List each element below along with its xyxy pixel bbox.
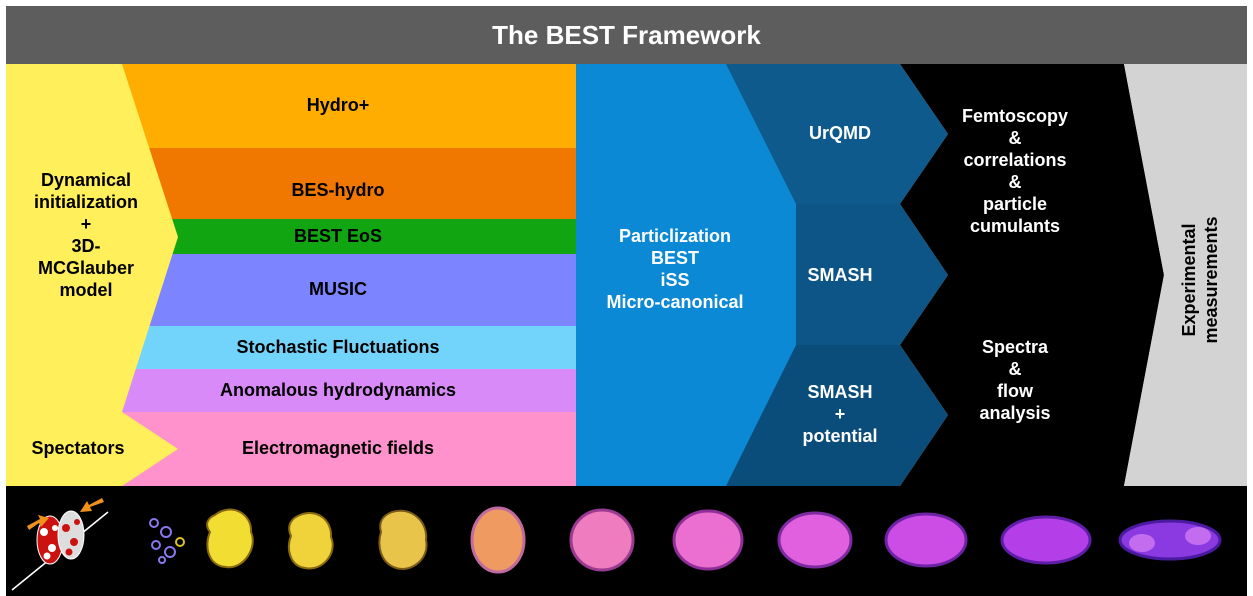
page-title: The BEST Framework: [6, 6, 1247, 64]
stochastic-fluctuations-label: Stochastic Fluctuations: [236, 336, 440, 357]
best-eos-label: BEST EoS: [293, 225, 382, 246]
evolution-frame-1: [149, 518, 185, 564]
layer-stochastic-fluctuations: [100, 326, 576, 369]
layer-music: [100, 254, 576, 326]
colliding-nuclei-icon: [11, 498, 109, 591]
transport-urqmd-block: [726, 64, 948, 204]
smash-label: SMASH: [807, 265, 873, 286]
hydro-plus-label: Hydro+: [306, 95, 370, 116]
anomalous-hydrodynamics-label: Anomalous hydrodynamics: [219, 379, 457, 400]
evolution-frame-3: [287, 512, 334, 570]
evolution-frame-9: [884, 512, 968, 568]
evolution-frame-11: [1118, 519, 1222, 561]
spectators-arrow: [6, 412, 178, 486]
transport-smash-block: [796, 204, 948, 345]
electromagnetic-fields-label: Electromagnetic fields: [241, 438, 435, 459]
bes-hydro-label: BES-hydro: [291, 180, 385, 201]
layer-bes-hydro: [100, 148, 576, 219]
analysis-block: [900, 64, 1164, 486]
evolution-frame-10: [1000, 515, 1092, 565]
evolution-frame-8: [777, 511, 853, 569]
evolution-frame-7: [672, 509, 744, 571]
evolution-frame-6: [569, 508, 635, 572]
layer-best-eos: [100, 219, 576, 254]
urqmd-label: UrQMD: [809, 123, 871, 144]
transport-smash-potential-block: [726, 345, 948, 486]
spectators-label: Spectators: [31, 438, 125, 459]
experimental-block: [1124, 64, 1247, 486]
initialization-label: Dynamical initialization + 3D- MCGlauber…: [33, 170, 138, 300]
evolution-frame-5: [470, 506, 526, 574]
initialization-arrow: [6, 64, 178, 412]
particlization-label: Particlization BEST iSS Micro-canonical: [606, 226, 744, 312]
music-label: MUSIC: [309, 279, 367, 300]
layer-electromagnetic-fields: [100, 412, 576, 486]
experimental-measurements-label: Experimental measurements: [1179, 216, 1221, 344]
femtoscopy-label: Femtoscopy & correlations & particle cum…: [961, 106, 1069, 236]
smash-potential-label: SMASH + potential: [802, 382, 878, 446]
evolution-frame-2: [206, 508, 254, 569]
layer-anomalous-hydrodynamics: [100, 369, 576, 412]
layer-hydro-plus: [100, 64, 576, 148]
evolution-frame-4: [378, 509, 428, 570]
spectra-flow-label: Spectra & flow analysis: [979, 337, 1051, 423]
